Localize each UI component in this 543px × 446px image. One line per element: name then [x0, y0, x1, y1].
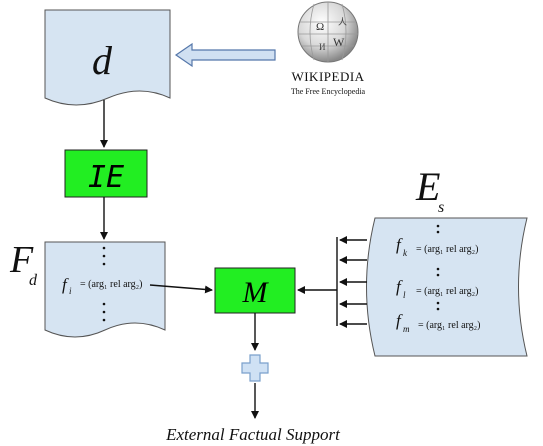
fact-fk-sub: k: [403, 248, 408, 258]
wikipedia-logo: Ω W И 人 WIKIPEDIA The Free Encyclopedia: [291, 1, 366, 96]
evidence-store-label-sub: s: [438, 199, 444, 216]
fact-fi-sub: i: [69, 286, 72, 296]
plus-icon: [241, 354, 269, 382]
matcher-box: M: [214, 267, 296, 314]
fact-fk-text: = (arg₁ rel arg₂): [416, 244, 479, 255]
evidence-store-label: E s: [415, 164, 444, 216]
document-d-label: d: [92, 38, 113, 83]
fact-fi-text: = (arg₁ rel arg₂): [80, 279, 143, 290]
ie-box-label: IE: [88, 160, 124, 195]
ie-box: IE: [64, 149, 148, 198]
fact-fl-sub: l: [403, 290, 406, 300]
facts-doc: f i = (arg₁ rel arg₂): [44, 241, 166, 338]
evidence-store: f k = (arg₁ rel arg₂) f l = (arg₁ rel ar…: [366, 217, 528, 357]
wikipedia-wordmark: WIKIPEDIA: [291, 69, 364, 84]
document-d: d: [44, 9, 171, 106]
wikipedia-tagline: The Free Encyclopedia: [291, 87, 366, 96]
facts-doc-label: F d: [9, 239, 38, 289]
matcher-box-label: M: [242, 276, 270, 309]
evidence-fact-l: f l = (arg₁ rel arg₂): [396, 277, 479, 300]
wikipedia-to-d-arrow: [174, 42, 276, 68]
fact-fm-main: f: [396, 311, 403, 330]
evidence-store-dots: [436, 224, 440, 311]
fact-fm-text: = (arg₁ rel arg₂): [418, 320, 481, 331]
svg-text:W: W: [333, 35, 345, 49]
fact-fi-main: f: [62, 275, 69, 294]
output-label: External Factual Support: [165, 425, 341, 444]
svg-text:Ω: Ω: [316, 21, 324, 33]
svg-text:人: 人: [338, 17, 347, 27]
wikipedia-globe-icon: Ω W И 人: [297, 1, 359, 63]
fact-fm-sub: m: [403, 324, 410, 334]
evidence-fact-k: f k = (arg₁ rel arg₂): [396, 235, 479, 258]
facts-doc-label-main: F: [9, 239, 34, 281]
svg-text:И: И: [319, 42, 326, 52]
facts-to-m-arrow: [149, 284, 213, 294]
evidence-bracket-arrows: [336, 236, 367, 328]
facts-doc-label-sub: d: [29, 272, 38, 289]
facts-doc-dots-bottom: [102, 302, 106, 322]
fact-fl-text: = (arg₁ rel arg₂): [416, 286, 479, 297]
fact-fl-main: f: [396, 277, 403, 296]
evidence-fact-m: f m = (arg₁ rel arg₂): [396, 311, 481, 334]
evidence-store-label-main: E: [415, 164, 440, 209]
facts-doc-dots-top: [102, 246, 106, 266]
fact-fk-main: f: [396, 235, 403, 254]
